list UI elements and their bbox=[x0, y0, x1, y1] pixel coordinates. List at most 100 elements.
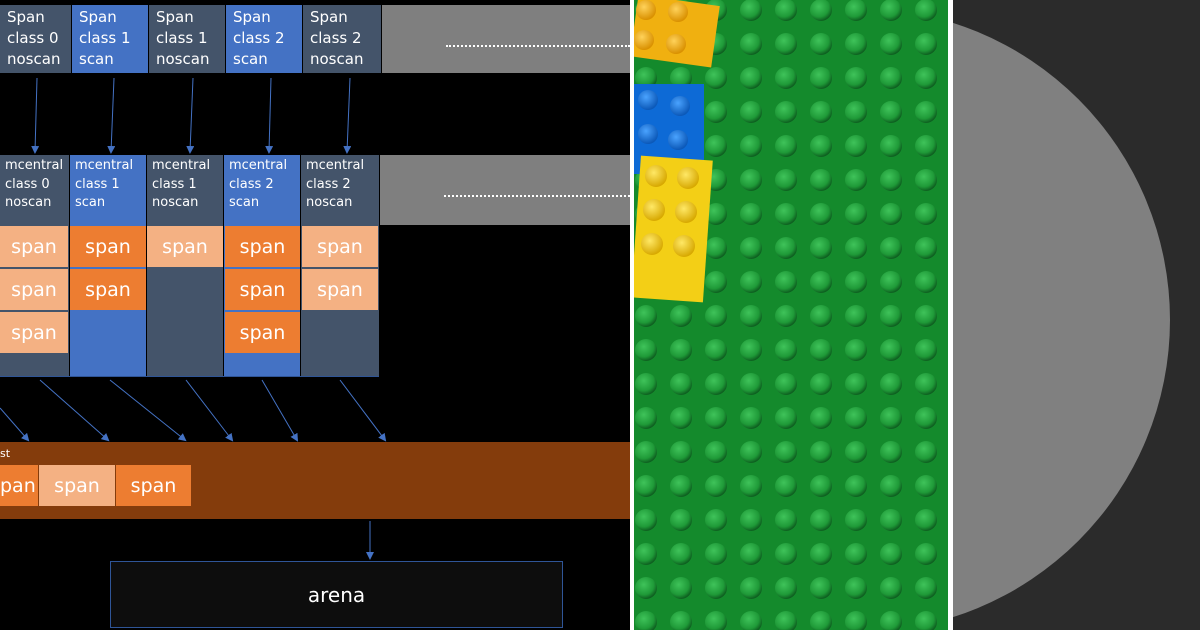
mcache-cell-class2-noscan: Span class 2 noscan bbox=[303, 5, 381, 73]
lego-stud bbox=[670, 373, 692, 395]
lego-stud bbox=[670, 509, 692, 531]
lego-stud bbox=[915, 543, 937, 565]
lego-stud bbox=[775, 67, 797, 89]
lego-stud bbox=[670, 407, 692, 429]
lego-stud bbox=[635, 441, 657, 463]
mcache-cell-class1-scan: Span class 1 scan bbox=[72, 5, 148, 73]
lego-stud bbox=[810, 373, 832, 395]
heap-span-block: span bbox=[116, 465, 191, 506]
lego-stud bbox=[915, 305, 937, 327]
lego-stud bbox=[705, 475, 727, 497]
lego-stud bbox=[740, 339, 762, 361]
lego-stud bbox=[705, 203, 727, 225]
mcentral-cell-class2-scan: mcentral class 2 scan bbox=[224, 155, 300, 225]
lego-photo bbox=[634, 0, 948, 630]
lego-stud bbox=[740, 441, 762, 463]
lego-stud bbox=[670, 577, 692, 599]
span-block: span bbox=[70, 269, 146, 310]
lego-stud bbox=[705, 543, 727, 565]
lego-stud bbox=[880, 373, 902, 395]
lego-stud bbox=[705, 67, 727, 89]
memory-allocator-diagram: Span class 0 noscan Span class 1 scan Sp… bbox=[0, 5, 630, 628]
lego-stud bbox=[740, 271, 762, 293]
lego-stud bbox=[880, 67, 902, 89]
lego-stud bbox=[880, 237, 902, 259]
mcentral-cell-class0-noscan: mcentral class 0 noscan bbox=[0, 155, 69, 225]
lego-stud bbox=[880, 543, 902, 565]
lego-stud bbox=[810, 407, 832, 429]
lego-stud bbox=[810, 237, 832, 259]
lego-stud bbox=[845, 509, 867, 531]
lego-stud bbox=[740, 169, 762, 191]
lego-stud bbox=[845, 33, 867, 55]
span-block: span bbox=[302, 269, 378, 310]
lego-stud bbox=[915, 509, 937, 531]
arrow bbox=[343, 77, 352, 154]
lego-stud bbox=[740, 543, 762, 565]
lego-stud bbox=[705, 271, 727, 293]
lego-stud bbox=[880, 135, 902, 157]
lego-stud bbox=[670, 339, 692, 361]
lego-stud bbox=[915, 475, 937, 497]
lego-stud bbox=[635, 67, 657, 89]
lego-stud bbox=[740, 67, 762, 89]
lego-stud bbox=[635, 407, 657, 429]
lego-stud bbox=[775, 101, 797, 123]
arrow bbox=[185, 379, 234, 442]
arrow bbox=[339, 379, 387, 442]
lego-stud bbox=[810, 305, 832, 327]
span-block: span bbox=[147, 226, 223, 267]
arrow bbox=[265, 77, 274, 154]
lego-stud bbox=[880, 203, 902, 225]
lego-stud bbox=[705, 611, 727, 630]
lego-stud bbox=[810, 441, 832, 463]
lego-stud bbox=[810, 169, 832, 191]
lego-stud bbox=[775, 0, 797, 21]
lego-stud bbox=[880, 0, 902, 21]
lego-stud bbox=[880, 611, 902, 630]
lego-stud bbox=[775, 305, 797, 327]
lego-stud bbox=[845, 67, 867, 89]
mcache-cell-class0-noscan: Span class 0 noscan bbox=[0, 5, 71, 73]
arrow bbox=[109, 379, 187, 442]
circle-graphic-panel bbox=[953, 0, 1200, 630]
lego-stud bbox=[740, 135, 762, 157]
mcentral-cell-class2-noscan: mcentral class 2 noscan bbox=[301, 155, 379, 225]
span-block: span bbox=[0, 226, 68, 267]
lego-stud bbox=[880, 407, 902, 429]
lego-stud bbox=[845, 101, 867, 123]
lego-stud bbox=[705, 441, 727, 463]
lego-stud bbox=[880, 441, 902, 463]
lego-stud bbox=[635, 611, 657, 630]
lego-stud bbox=[915, 339, 937, 361]
lego-stud bbox=[775, 203, 797, 225]
lego-stud bbox=[740, 407, 762, 429]
lego-stud bbox=[880, 101, 902, 123]
lego-stud bbox=[775, 611, 797, 630]
lego-stud bbox=[880, 509, 902, 531]
lego-stud bbox=[635, 475, 657, 497]
lego-stud bbox=[845, 0, 867, 21]
lego-stud bbox=[740, 611, 762, 630]
lego-stud bbox=[635, 543, 657, 565]
lego-stud bbox=[880, 271, 902, 293]
panel-separator bbox=[948, 0, 953, 630]
lego-stud bbox=[705, 135, 727, 157]
lego-stud bbox=[635, 577, 657, 599]
mcentral-cell-class1-scan: mcentral class 1 scan bbox=[70, 155, 146, 225]
lego-stud bbox=[775, 407, 797, 429]
lego-stud bbox=[845, 577, 867, 599]
mcentral-ellipsis bbox=[444, 195, 630, 197]
lego-stud bbox=[740, 577, 762, 599]
mcache-cell-class2-scan: Span class 2 scan bbox=[226, 5, 302, 73]
lego-stud bbox=[915, 0, 937, 21]
yellow-orange-brick bbox=[634, 0, 720, 68]
lego-stud bbox=[880, 577, 902, 599]
lego-stud bbox=[845, 237, 867, 259]
arrow bbox=[261, 379, 299, 442]
span-block: span bbox=[225, 269, 300, 310]
lego-stud bbox=[705, 373, 727, 395]
lego-stud bbox=[810, 0, 832, 21]
lego-stud bbox=[740, 475, 762, 497]
lego-stud bbox=[915, 101, 937, 123]
